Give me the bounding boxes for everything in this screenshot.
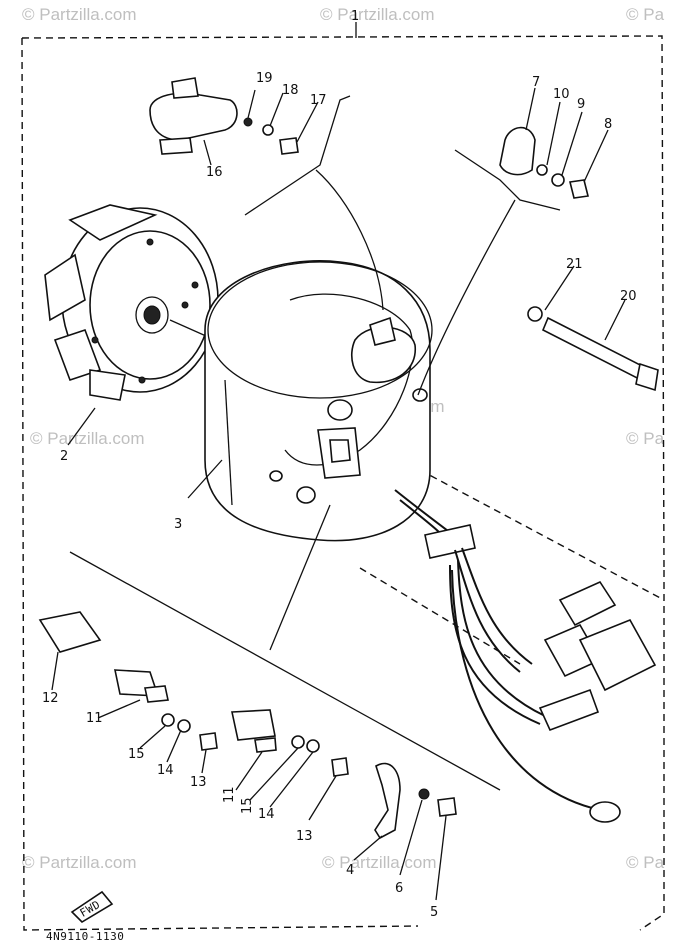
lower-hardware	[38, 611, 457, 840]
fwd-marker: FWD	[70, 890, 114, 924]
watermark: © Pa	[626, 429, 665, 448]
part-label: 5	[430, 905, 438, 920]
part-label: 17	[310, 93, 327, 108]
watermark: © Partzilla.com	[322, 853, 437, 872]
part-label: 11	[86, 711, 103, 726]
part-label: 20	[620, 289, 637, 304]
part-label: 7	[532, 75, 540, 90]
part-label: 3	[174, 517, 182, 532]
part-label: 12	[42, 691, 59, 706]
assembly-outline	[21, 22, 665, 931]
part-label: 2	[60, 449, 68, 464]
watermark: © Partzilla.com	[22, 5, 137, 24]
part-label: 15	[240, 797, 255, 814]
part-label: 21	[566, 257, 583, 272]
pickup-coil	[149, 77, 299, 155]
part-label: 1	[351, 9, 359, 24]
bolt-20	[527, 306, 659, 392]
callout-leaders	[51, 87, 626, 901]
part-label: 18	[282, 83, 299, 98]
part-label: 15	[128, 747, 145, 762]
watermark: © Pa	[626, 853, 665, 872]
part-label: 16	[206, 165, 223, 180]
watermark: © Partzilla.com	[22, 853, 137, 872]
part-label: 10	[553, 87, 570, 102]
figure-code: 4N9110-1130	[46, 930, 124, 943]
part-label: 19	[256, 71, 273, 86]
part-label: 11	[222, 786, 237, 803]
part-label: 9	[577, 97, 585, 112]
part-label: 4	[346, 863, 354, 878]
watermark: © Partzilla.com	[30, 429, 145, 448]
watermarks: © Partzilla.com © Partzilla.com © Pa © P…	[22, 5, 665, 872]
bracket-7	[499, 126, 589, 199]
part-label: 14	[157, 763, 174, 778]
part-labels: 1 2 3 4 5 6 7 8 9 10 11 11 12 13 13 14 1…	[42, 9, 637, 943]
flywheel-rotor	[44, 204, 219, 401]
part-label: 13	[296, 829, 313, 844]
stator-assembly	[204, 260, 433, 542]
part-label: 14	[258, 807, 275, 822]
watermark: © Pa	[626, 5, 665, 24]
part-label: 8	[604, 117, 612, 132]
wire-harness	[394, 489, 657, 823]
watermark: © Partzilla.com	[320, 5, 435, 24]
part-label: 6	[395, 881, 403, 896]
part-label: 13	[190, 775, 207, 790]
